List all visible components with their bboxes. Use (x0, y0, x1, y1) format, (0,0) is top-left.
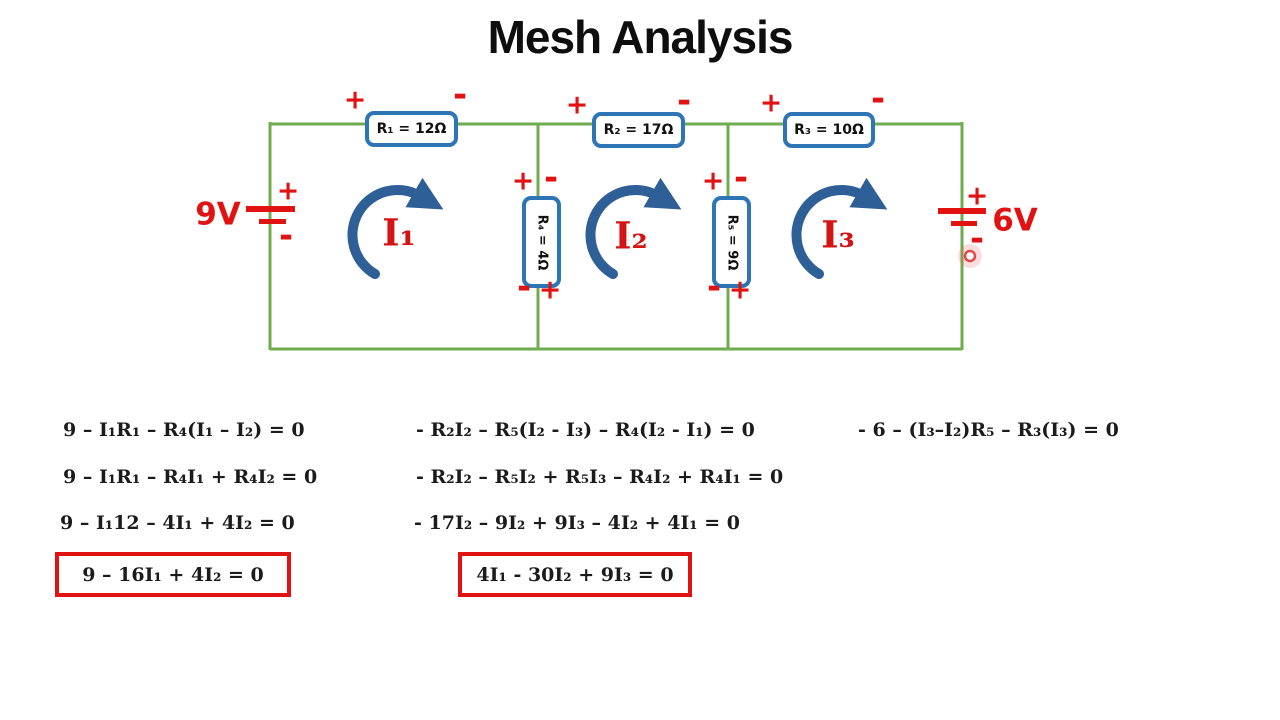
polarity-plus-6v: + (965, 180, 989, 212)
mesh-label-i3: I₃ (821, 212, 855, 257)
source-label-9v: 9V (195, 196, 241, 233)
equation-mesh1-step1: 9 – I₁R₁ – R₄(I₁ – I₂) = 0 (63, 419, 305, 441)
source-label-6v: 6V (992, 202, 1038, 239)
equation-mesh1-step2: 9 – I₁R₁ – R₄I₁ + R₄I₂ = 0 (63, 466, 318, 488)
polarity-minus-r3: - (870, 79, 886, 119)
resistor-r4-label: R₄ = 4Ω (534, 214, 549, 270)
mesh-current-arrow-2 (585, 177, 682, 279)
mesh-current-arrow-3 (791, 177, 888, 279)
resistor-r5-label: R₅ = 9Ω (724, 214, 739, 270)
resistor-r5: R₅ = 9Ω (712, 196, 751, 288)
resistor-r2-label: R₂ = 17Ω (603, 122, 674, 138)
polarity-minus-r1: - (452, 75, 468, 115)
polarity-plus-r5-bottom: + (728, 274, 752, 306)
equation-mesh1-result: 9 – 16I₁ + 4I₂ = 0 (82, 563, 264, 586)
equation-mesh2-step3: - 17I₂ – 9I₂ + 9I₃ – 4I₂ + 4I₁ = 0 (414, 512, 740, 534)
result-box-mesh1: 9 – 16I₁ + 4I₂ = 0 (55, 552, 291, 597)
page-title: Mesh Analysis (487, 11, 794, 63)
result-box-mesh2: 4I₁ - 30I₂ + 9I₃ = 0 (458, 552, 692, 597)
polarity-plus-r2: + (565, 89, 589, 121)
mesh-label-i1: I₁ (382, 210, 416, 255)
polarity-plus-9v: + (276, 175, 300, 207)
equation-mesh2-step1: - R₂I₂ – R₅(I₂ - I₃) – R₄(I₂ - I₁) = 0 (416, 419, 755, 441)
resistor-r1: R₁ = 12Ω (365, 111, 458, 147)
resistor-r1-label: R₁ = 12Ω (376, 121, 447, 137)
resistor-r3: R₃ = 10Ω (783, 112, 875, 148)
resistor-r2: R₂ = 17Ω (592, 112, 685, 148)
polarity-minus-r4-top: - (543, 158, 559, 198)
polarity-minus-r2: - (676, 81, 692, 121)
battery-9v (246, 206, 295, 224)
equation-mesh1-step3: 9 – I₁12 – 4I₁ + 4I₂ = 0 (60, 512, 295, 534)
equation-mesh2-step2: - R₂I₂ – R₅I₂ + R₅I₃ – R₄I₂ + R₄I₁ = 0 (416, 466, 784, 488)
polarity-plus-r4-top: + (511, 165, 535, 197)
equation-mesh3-step1: - 6 – (I₃–I₂)R₅ – R₃(I₃) = 0 (858, 419, 1119, 441)
polarity-minus-r5-bottom: - (706, 267, 722, 307)
cursor-highlight (958, 244, 982, 268)
polarity-minus-6v: - (969, 219, 985, 259)
polarity-minus-9v: - (278, 216, 294, 256)
polarity-plus-r3: + (759, 87, 783, 119)
polarity-plus-r1: + (343, 84, 367, 116)
polarity-plus-r5-top: + (701, 165, 725, 197)
polarity-plus-r4-bottom: + (538, 274, 562, 306)
battery-6v (938, 208, 986, 226)
equation-mesh2-result: 4I₁ - 30I₂ + 9I₃ = 0 (476, 563, 674, 586)
polarity-minus-r4-bottom: - (516, 267, 532, 307)
resistor-r4: R₄ = 4Ω (522, 196, 561, 288)
resistor-r3-label: R₃ = 10Ω (794, 122, 864, 138)
polarity-minus-r5-top: - (733, 158, 749, 198)
mesh-label-i2: I₂ (614, 213, 648, 258)
mesh-current-arrow-1 (347, 177, 444, 279)
